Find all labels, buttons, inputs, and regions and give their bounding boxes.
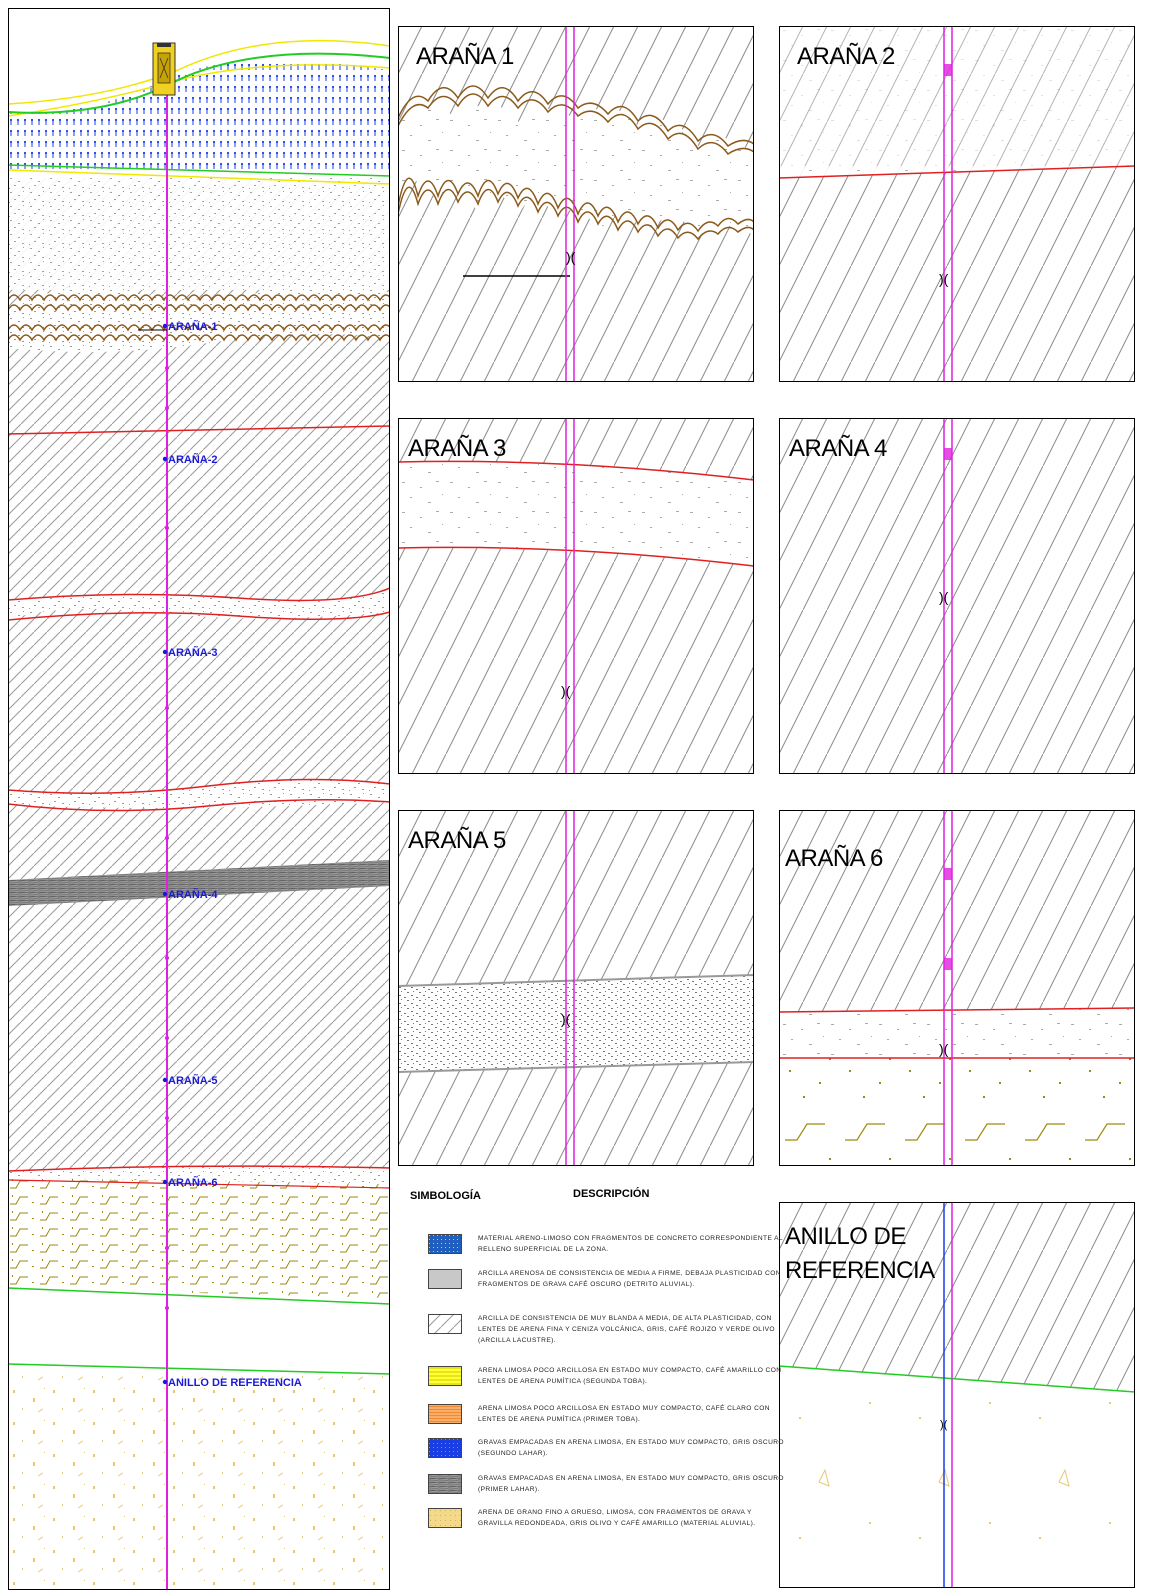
marker-dot [162,649,168,655]
svg-text:)(: )( [940,1419,948,1431]
legend-description: ARCILLA ARENOSA DE CONSISTENCIA DE MEDIA… [478,1270,781,1288]
marker-dot [162,1379,168,1385]
panel-title: ARAÑA 6 [785,845,883,872]
legend-description: ARCILLA DE CONSISTENCIA DE MUY BLANDA A … [478,1315,775,1344]
column-marker-label: ARAÑA-1 [168,320,218,333]
column-marker-label: ARAÑA-6 [168,1176,218,1189]
legend-description: ARENA LIMOSA POCO ARCILLOSA EN ESTADO MU… [478,1405,770,1423]
legend-description: GRAVAS EMPACADAS EN ARENA LIMOSA, EN EST… [478,1475,784,1493]
marker-dot [162,323,168,329]
panel-title: ARAÑA 2 [797,43,895,70]
svg-text:)(: )( [939,589,949,605]
legend-swatch [428,1269,462,1289]
svg-text:)(: )( [939,1041,949,1057]
legend-swatch [428,1508,462,1528]
panel-arana-2: )( ARAÑA 2 [779,26,1135,382]
legend-swatch [428,1314,462,1334]
column-marker-label: ARAÑA-5 [168,1074,218,1087]
brown-bump-lenses [8,294,390,342]
panel-title: ARAÑA 5 [408,827,506,854]
drill-rig-icon [152,42,176,96]
legend-header-description: DESCRIPCIÓN [573,1188,650,1200]
panel-title: ARAÑA 4 [789,435,887,462]
panel-arana-1: )( ARAÑA 1 [398,26,754,382]
panel-arana-4: )( ARAÑA 4 [779,418,1135,774]
marker-dot [162,891,168,897]
panel-arana-3: )( ARAÑA 3 [398,418,754,774]
panel-arana-6: )( ARAÑA 6 [779,810,1135,1166]
legend-swatch [428,1438,462,1458]
panel-anillo-referencia: )( ANILLO DE REFERENCIA [779,1202,1135,1588]
column-marker-label: ARAÑA-4 [168,888,218,901]
legend: SIMBOLOGÍA DESCRIPCIÓN MATERIAL ARENO-LI… [398,1186,784,1586]
legend-description: ARENA LIMOSA POCO ARCILLOSA EN ESTADO MU… [478,1367,782,1385]
legend-header-symbology: SIMBOLOGÍA [410,1190,481,1202]
panel-title: REFERENCIA [785,1257,935,1284]
layer-olive-sand [8,1178,390,1298]
svg-text:)(: )( [561,1011,571,1027]
svg-text:)(: )( [561,683,571,699]
layer-sandy-clay [8,178,390,290]
legend-swatch [428,1404,462,1424]
legend-description: GRAVAS EMPACADAS EN ARENA LIMOSA, EN EST… [478,1439,784,1457]
column-marker-label: ANILLO DE REFERENCIA [168,1377,302,1389]
panel-title: ARAÑA 1 [416,43,514,70]
layer-lahar [8,860,390,906]
svg-text:)(: )( [939,271,949,287]
layer-alluvial-sand [8,1375,390,1590]
spider-symbol: )( [566,249,576,265]
legend-swatch [428,1234,462,1254]
legend-description: ARENA DE GRANO FINO A GRUESO, LIMOSA, CO… [478,1509,756,1527]
panel-title: ARAÑA 3 [408,435,506,462]
legend-swatch [428,1474,462,1494]
column-marker-label: ARAÑA-3 [168,646,218,659]
marker-dot [162,456,168,462]
layer-surface-fill [8,60,390,173]
panel-arana-5: )( ARAÑA 5 [398,810,754,1166]
column-marker-label: ARAÑA-2 [168,453,218,466]
stratigraphic-column: ARAÑA-1ARAÑA-2ARAÑA-3ARAÑA-4ARAÑA-5ARAÑA… [8,8,390,1590]
marker-dot [162,1077,168,1083]
legend-swatch [428,1366,462,1386]
legend-description: MATERIAL ARENO-LIMOSO CON FRAGMENTOS DE … [478,1235,783,1253]
brown-bump-lenses [398,85,754,241]
panel-title: ANILLO DE [785,1223,906,1250]
marker-dot [162,1179,168,1185]
